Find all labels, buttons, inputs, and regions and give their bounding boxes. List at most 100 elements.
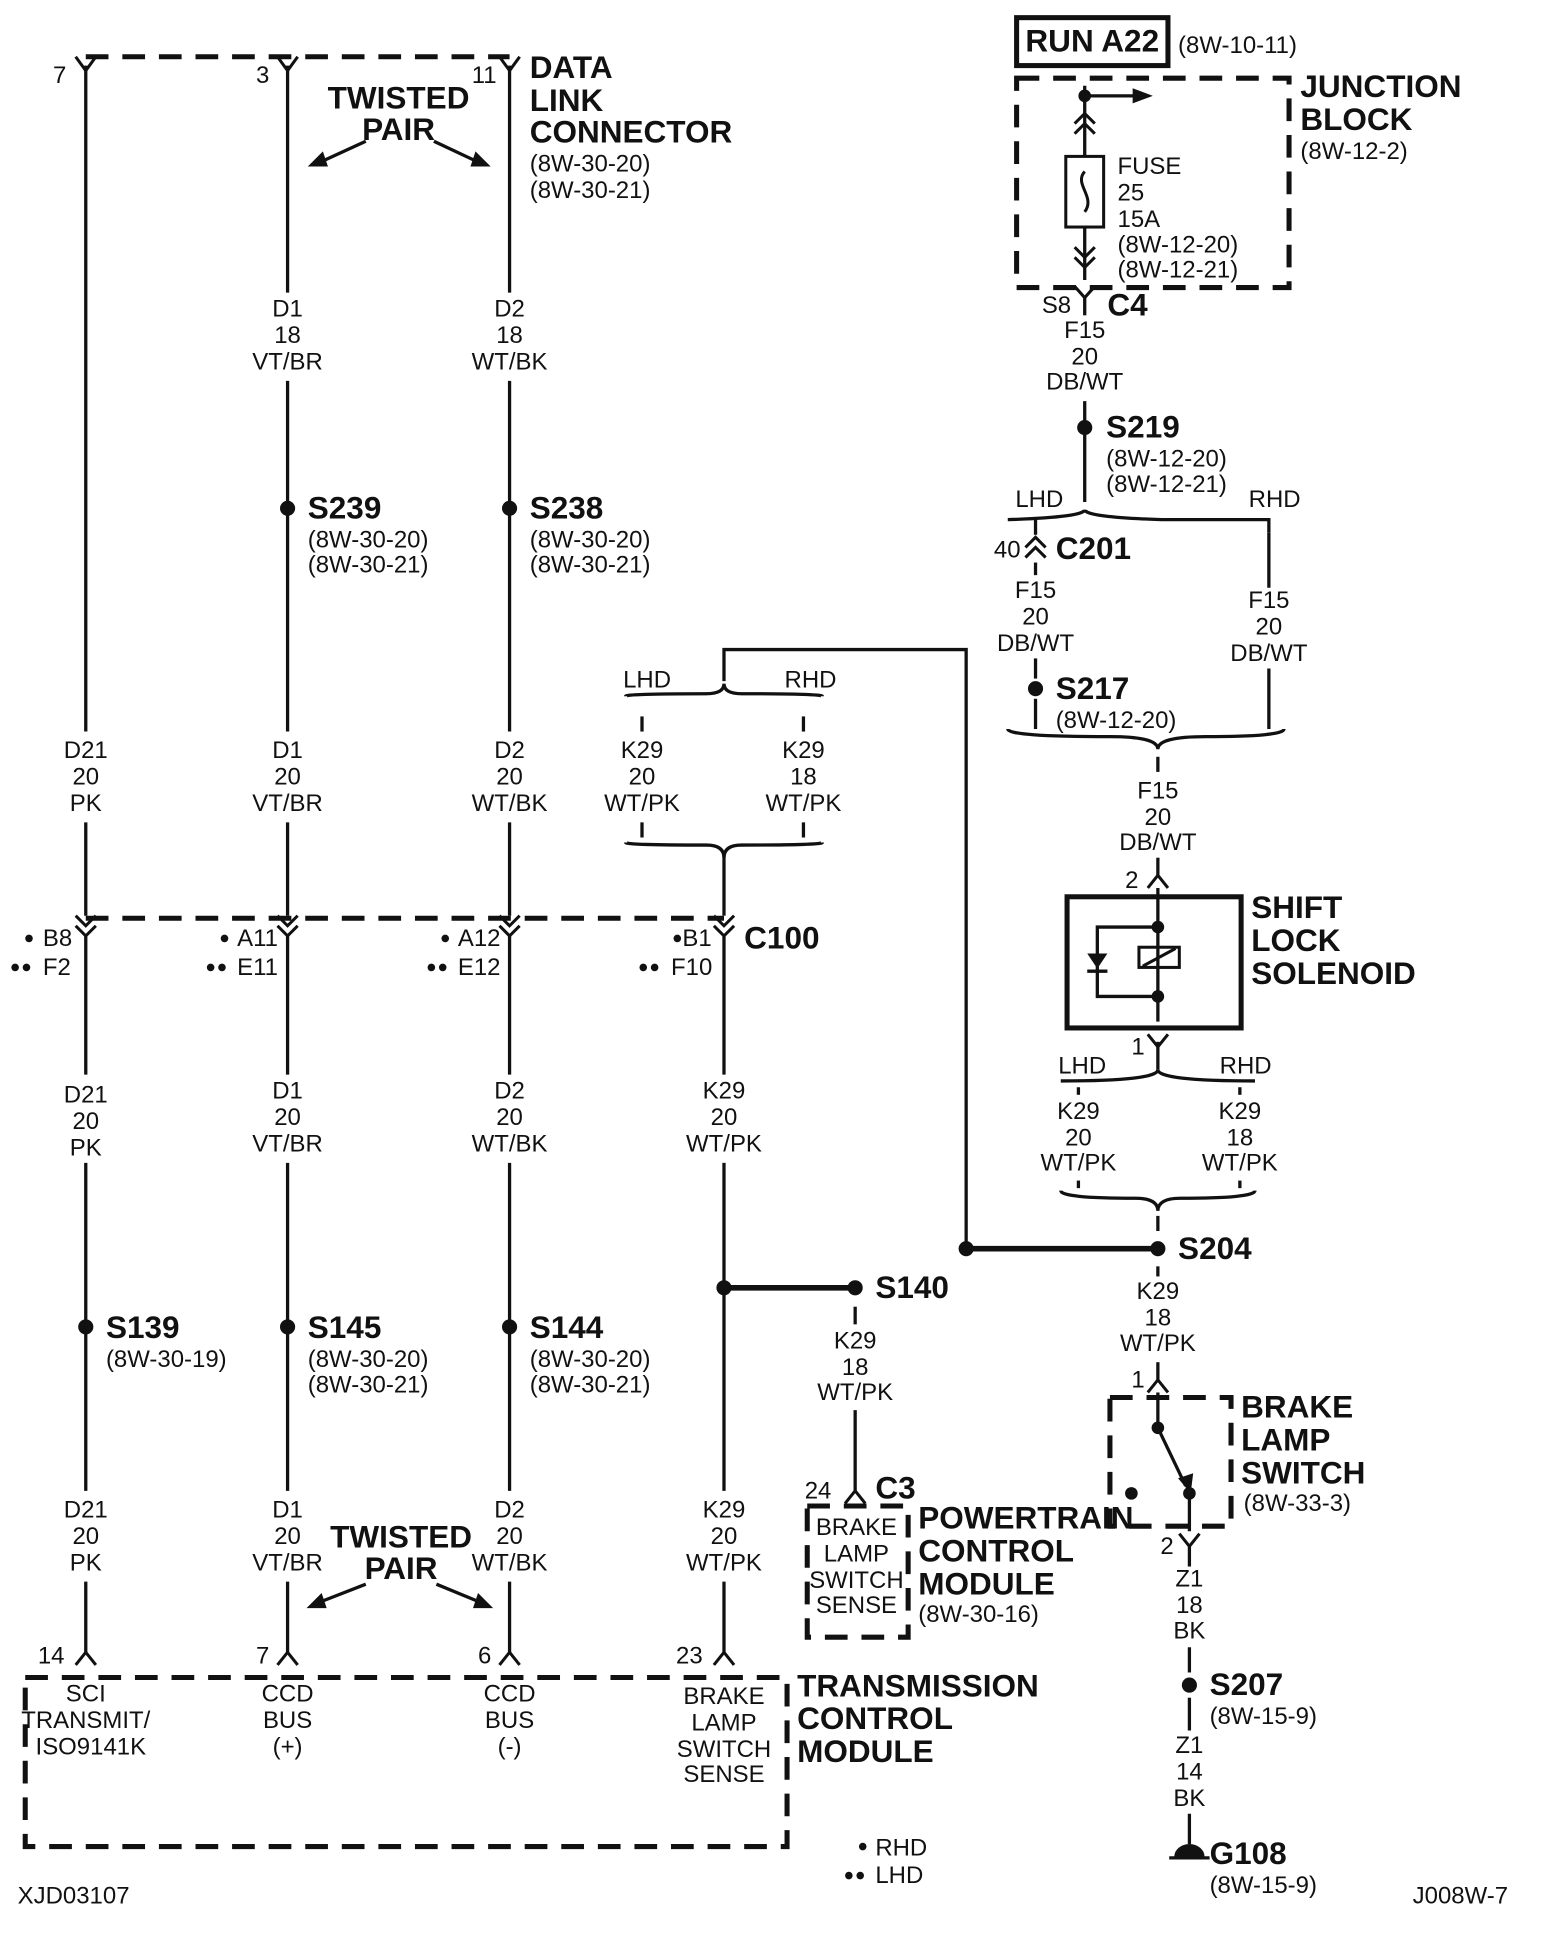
wire-label: K29 [1137, 1278, 1180, 1305]
wire-label: DB/WT [1230, 640, 1308, 667]
connector-labels: S8 C4 40 C201 C100 LHD RHD LHD RHD LHD R… [11, 286, 1301, 1079]
wire-label: 20 [496, 1523, 523, 1550]
wire-label: 20 [72, 764, 99, 791]
wire-label: D1 [272, 1496, 303, 1523]
wire-label: VT/BR [252, 790, 323, 817]
splice-ref: (8W-30-20) [530, 1346, 651, 1373]
splice-ref: (8W-30-19) [106, 1346, 227, 1373]
splice-ref: (8W-15-9) [1210, 1872, 1317, 1899]
brake-switch-pin-top: 1 [1131, 1366, 1144, 1393]
wire-label: 18 [1145, 1305, 1172, 1332]
wire-label: K29 [703, 1496, 746, 1523]
tcm-pin-7: 7 [256, 1643, 269, 1670]
wire-label: K29 [703, 1078, 746, 1105]
splice-ref: (8W-12-21) [1106, 471, 1227, 498]
dlc-pin-3: 3 [256, 62, 269, 89]
lhd-label: LHD [1015, 486, 1063, 513]
wire-label: BK [1173, 1785, 1205, 1812]
pcm-inner-2: LAMP [824, 1540, 889, 1567]
g108-ground-icon [1174, 1844, 1205, 1857]
c100-pin-rhd: A11 [237, 925, 278, 952]
wires [84, 54, 1286, 1845]
wire-label: D21 [64, 1496, 108, 1523]
wire-label: WT/PK [1040, 1149, 1116, 1176]
splice-ref: (8W-30-21) [308, 1371, 429, 1398]
wire-label: F15 [1064, 317, 1105, 344]
pcm-name-2: CONTROL [918, 1532, 1074, 1568]
rhd-label: RHD [1220, 1052, 1272, 1079]
wire-label: WT/PK [686, 1549, 762, 1576]
s238-label: S238 [530, 489, 604, 525]
c100-pin-rhd: B1 [682, 925, 711, 952]
fuse-line-3: 15A [1118, 206, 1161, 233]
c100-pin-lhd: F10 [671, 954, 712, 981]
wire-label: 20 [274, 764, 301, 791]
wire-label: WT/PK [817, 1379, 893, 1406]
wire-label: PK [70, 1134, 102, 1161]
rhd-label: RHD [785, 666, 837, 693]
twisted-pair-top-2: PAIR [362, 111, 435, 147]
splice-ref: (8W-30-20) [530, 526, 651, 553]
dlc-pin-7: 7 [53, 62, 66, 89]
legend-lhd: LHD [875, 1862, 923, 1889]
wire-label: 20 [496, 764, 523, 791]
splice-ref: (8W-12-20) [1056, 707, 1177, 734]
lhd-label: LHD [623, 666, 671, 693]
twisted-pair-top-1: TWISTED [328, 79, 470, 115]
wire-label: 14 [1176, 1759, 1203, 1786]
c100-pin-lhd: E11 [237, 954, 278, 981]
tcm-pin-label: BUS [485, 1707, 534, 1734]
tcm-name-3: MODULE [797, 1733, 934, 1769]
fuse-line-2: 25 [1118, 180, 1145, 207]
rhd-label: RHD [1249, 486, 1301, 513]
tcm-pin-label: TRANSMIT/ [21, 1707, 150, 1734]
wire-label: K29 [1219, 1098, 1262, 1125]
wire-label: 20 [629, 764, 656, 791]
wire-labels: D1 18 VT/BR D2 18 WT/BK D21 20 PK D1 20 … [64, 296, 1308, 1813]
wire-label: VT/BR [252, 349, 323, 376]
c100-pin-rhd: B8 [43, 925, 72, 952]
tcm-pin-14: 14 [38, 1643, 65, 1670]
c100-pin-lhd: E12 [458, 954, 501, 981]
brake-switch-name-1: BRAKE [1241, 1389, 1353, 1425]
lhd-label: LHD [1058, 1052, 1106, 1079]
s239-label: S239 [308, 489, 382, 525]
connector-terminals [74, 55, 1201, 1666]
pcm-name-1: POWERTRAIN [918, 1500, 1133, 1536]
wire-label: WT/PK [1120, 1330, 1196, 1357]
dlc-pin-11: 11 [472, 62, 497, 89]
tcm-pin-label: SCI [66, 1680, 106, 1707]
junction-block: RUN A22 (8W-10-11) FUSE 25 15A (8W-12-20… [1014, 15, 1461, 291]
splice-ref: (8W-30-21) [530, 552, 651, 579]
wire-label: 20 [274, 1523, 301, 1550]
s217-label: S217 [1056, 670, 1130, 706]
wire-label: 20 [1256, 613, 1283, 640]
c4-pin: S8 [1042, 292, 1071, 319]
coil-icon [1137, 945, 1181, 969]
s204-label: S204 [1178, 1230, 1252, 1266]
s207-label: S207 [1210, 1666, 1284, 1702]
pcm-ref: (8W-30-16) [918, 1601, 1039, 1628]
diode-icon [1087, 953, 1108, 969]
run-a22-ref: (8W-10-11) [1178, 32, 1297, 59]
tcm-pin-23: 23 [676, 1643, 703, 1670]
brake-switch-ref: (8W-33-3) [1244, 1490, 1351, 1517]
wire-label: D2 [494, 296, 525, 323]
figure-ref: J008W-7 [1413, 1882, 1508, 1909]
tcm-pin-label: (-) [498, 1733, 522, 1760]
wire-label: K29 [834, 1327, 877, 1354]
wire-label: DB/WT [1046, 369, 1124, 396]
run-a22-box [1014, 15, 1171, 69]
wire-label: D1 [272, 296, 303, 323]
shift-lock-solenoid-box [1064, 894, 1244, 1031]
figure-id: XJD03107 [18, 1882, 130, 1909]
tcm-name-2: CONTROL [797, 1700, 953, 1736]
solenoid-name-3: SOLENOID [1251, 955, 1416, 991]
fuse-line-4: (8W-12-20) [1118, 231, 1239, 258]
tcm-name-1: TRANSMISSION [797, 1667, 1039, 1703]
c100-pin-rhd: A12 [458, 925, 501, 952]
wire-label: F15 [1015, 577, 1056, 604]
tcm-pin-label: SWITCH [677, 1736, 771, 1763]
s139-dot [78, 1319, 94, 1335]
